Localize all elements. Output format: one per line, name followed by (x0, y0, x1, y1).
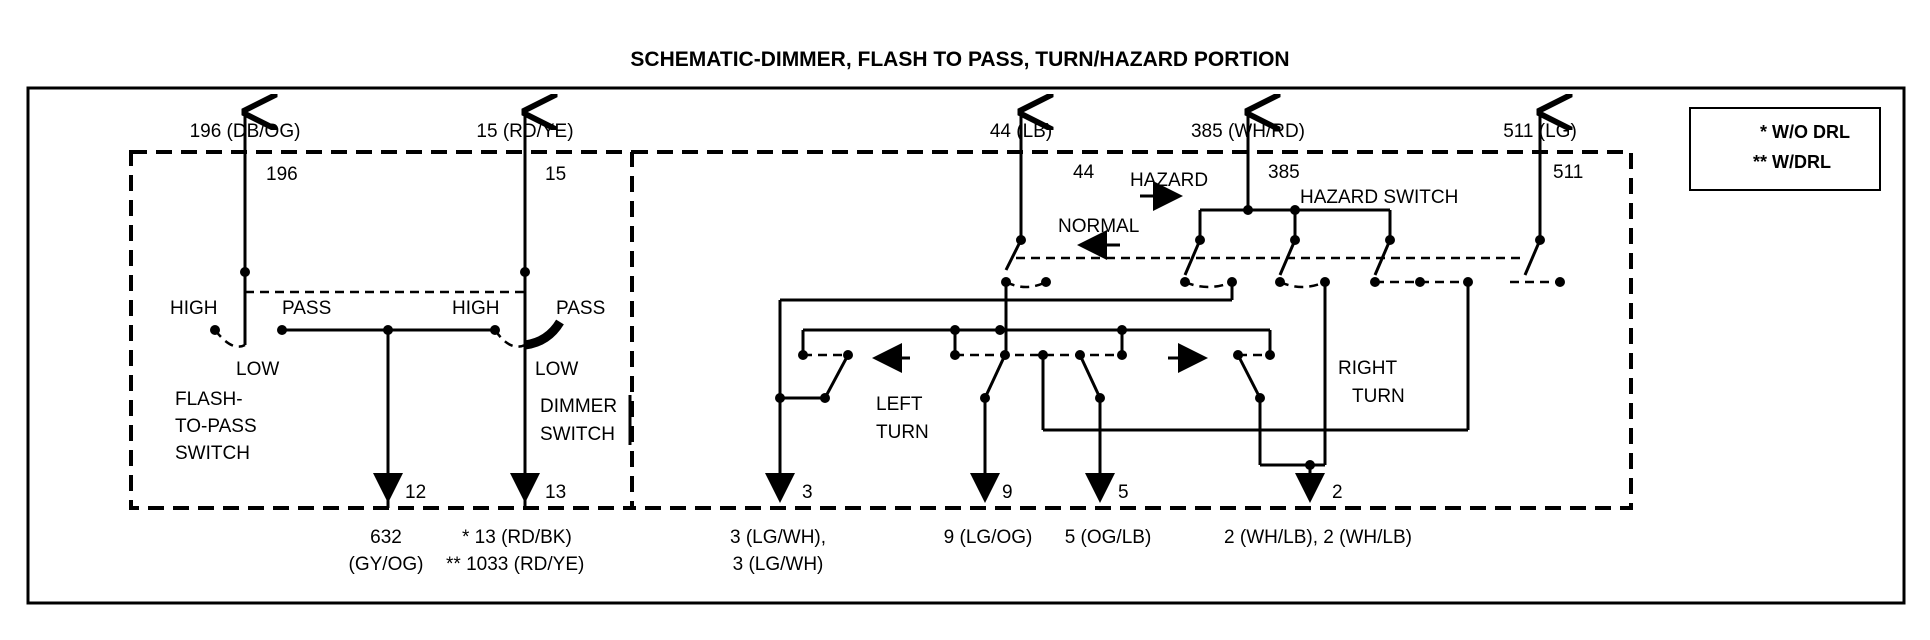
turn-hazard-section (765, 112, 1565, 503)
circuit-632-line2: (GY/OG) (349, 554, 424, 575)
legend-wo-drl: * W/O DRL (1760, 122, 1850, 142)
pin-12: 12 (405, 482, 426, 503)
label-dimmer-2: SWITCH (540, 424, 615, 445)
diagram-title: SCHEMATIC-DIMMER, FLASH TO PASS, TURN/HA… (630, 48, 1289, 71)
pin-2: 2 (1332, 482, 1343, 503)
circuit-9-label: 9 (LG/OG) (944, 527, 1033, 548)
legend-w-drl: ** W/DRL (1753, 152, 1831, 172)
label-hazard-switch: HAZARD SWITCH (1300, 187, 1458, 208)
circuit-13-line1: * 13 (RD/BK) (462, 527, 572, 548)
pin-13: 13 (545, 482, 566, 503)
label-right-turn-2: TURN (1352, 386, 1405, 407)
outer-frame (26, 86, 1906, 605)
label-flash-to-pass-3: SWITCH (175, 443, 250, 464)
label-low-left: LOW (236, 359, 279, 380)
label-flash-to-pass-1: FLASH- (175, 389, 243, 410)
pin-9: 9 (1002, 482, 1013, 503)
pin-44: 44 (1073, 162, 1095, 183)
label-pass-left: PASS (282, 298, 331, 319)
label-high-left: HIGH (170, 298, 218, 319)
circuit-2-label: 2 (WH/LB), 2 (WH/LB) (1224, 527, 1412, 548)
circuit-44-label: 44 (LB) (990, 121, 1052, 142)
circuit-632-line1: 632 (370, 527, 402, 548)
pin-3: 3 (802, 482, 813, 503)
legend-box: * W/O DRL ** W/DRL (1689, 107, 1881, 191)
label-normal: NORMAL (1058, 216, 1139, 237)
label-high-mid: HIGH (452, 298, 500, 319)
circuit-511-label: 511 (LG) (1503, 121, 1577, 142)
circuit-3-line1: 3 (LG/WH), (730, 527, 826, 548)
label-flash-to-pass-2: TO-PASS (175, 416, 257, 437)
circuit-5-label: 5 (OG/LB) (1065, 527, 1152, 548)
circuit-196-label: 196 (DB/OG) (190, 121, 301, 142)
label-low-right: LOW (535, 359, 578, 380)
label-left-turn-2: TURN (876, 422, 929, 443)
pin-15: 15 (545, 164, 566, 185)
label-pass-right: PASS (556, 298, 605, 319)
circuit-385-label: 385 (WH/RD) (1191, 121, 1305, 142)
pin-511: 511 (1553, 162, 1583, 183)
label-right-turn-1: RIGHT (1338, 358, 1398, 379)
circuit-15-label: 15 (RD/YE) (476, 121, 573, 142)
circuit-13-line2: ** 1033 (RD/YE) (446, 554, 584, 575)
label-dimmer-1: DIMMER (540, 396, 617, 417)
pin-385: 385 (1268, 162, 1300, 183)
flash-to-pass-dimmer-section (210, 112, 632, 508)
switch-housing-right (632, 150, 1633, 510)
label-left-turn-1: LEFT (876, 394, 923, 415)
pin-196: 196 (266, 164, 298, 185)
label-hazard: HAZARD (1130, 170, 1208, 191)
circuit-3-line2: 3 (LG/WH) (733, 554, 824, 575)
pin-5: 5 (1118, 482, 1129, 503)
